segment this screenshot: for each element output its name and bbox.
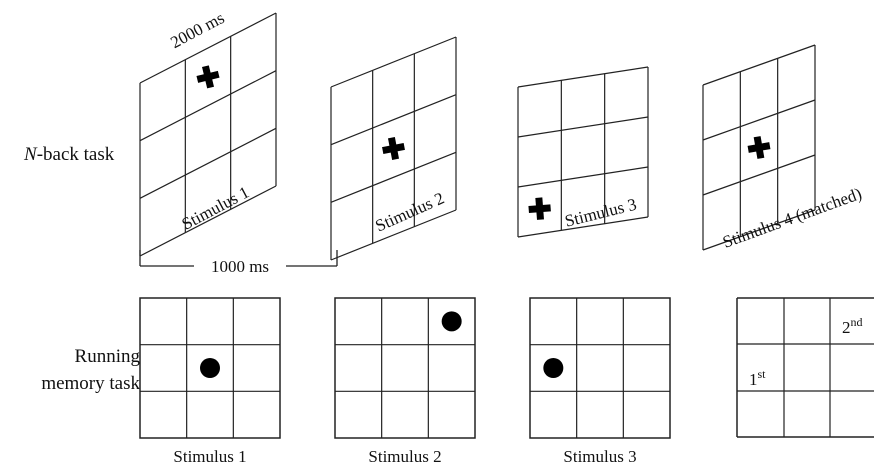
grid-line	[517, 116, 649, 138]
running-grid	[139, 297, 281, 439]
running-grid	[529, 297, 671, 439]
grid-line	[702, 209, 816, 251]
cross-bar-horizontal	[747, 142, 771, 153]
timing-bracket	[139, 250, 338, 267]
grid-line	[139, 127, 277, 199]
answer-second-sup: nd	[851, 315, 863, 329]
grid-line	[517, 216, 649, 238]
cross-bar-horizontal	[196, 70, 220, 83]
running-row-label-line1: Running	[75, 346, 141, 367]
answer-grid	[736, 297, 874, 438]
nback-grid	[702, 44, 816, 251]
answer-first-base: 1	[749, 370, 758, 389]
nback-stimulus-label: Stimulus 4 (matched)	[720, 184, 864, 252]
dot-marker	[441, 311, 462, 332]
grid-line	[330, 151, 457, 203]
grid-line	[517, 66, 649, 88]
grid-line	[702, 44, 816, 86]
running-row-label-line2: memory task	[41, 373, 140, 394]
nback-label-prefix: N	[23, 144, 38, 165]
grid-border	[529, 297, 671, 439]
grid-line	[517, 166, 649, 188]
running-stimulus-label: Stimulus 3	[563, 447, 636, 466]
answer-second-base: 2	[842, 318, 851, 337]
answer-first-label: 1st	[749, 367, 766, 389]
dot-marker	[200, 358, 220, 378]
nback-grid	[330, 36, 457, 261]
grid-line	[702, 154, 816, 196]
grid-border	[334, 297, 476, 439]
dot-marker	[543, 358, 564, 378]
grid-line	[330, 36, 457, 88]
cross-marker	[528, 197, 551, 220]
grid-line	[139, 185, 277, 257]
grid-line	[139, 70, 277, 142]
answer-first-sup: st	[758, 367, 767, 381]
grid-line	[702, 99, 816, 141]
nback-grid	[139, 12, 277, 257]
running-grid	[334, 297, 476, 439]
grid-line	[330, 209, 457, 261]
timing-bottom-label: 1000 ms	[211, 257, 269, 276]
running-stimulus-label: Stimulus 2	[368, 447, 441, 466]
cross-bar-horizontal	[382, 142, 405, 155]
timing-top-label: 2000 ms	[167, 8, 227, 52]
cross-marker	[196, 65, 220, 89]
nback-label-suffix: -back task	[37, 144, 115, 165]
cross-marker	[747, 136, 771, 159]
grid-line	[330, 94, 457, 146]
nback-grid	[517, 66, 649, 238]
grid-line	[139, 12, 277, 84]
answer-second-label: 2nd	[842, 315, 863, 337]
cross-marker	[382, 137, 405, 160]
running-stimuli-group: Stimulus 1 Stimulus 2 Stimulus 3	[139, 297, 671, 466]
grid-border	[139, 297, 281, 439]
cross-bar-horizontal	[528, 204, 551, 213]
running-stimulus-label: Stimulus 1	[173, 447, 246, 466]
nback-row-label: N-back task	[23, 144, 115, 165]
nback-stimulus-label: Stimulus 1	[179, 183, 253, 234]
nback-stimulus-label: Stimulus 3	[563, 195, 639, 231]
